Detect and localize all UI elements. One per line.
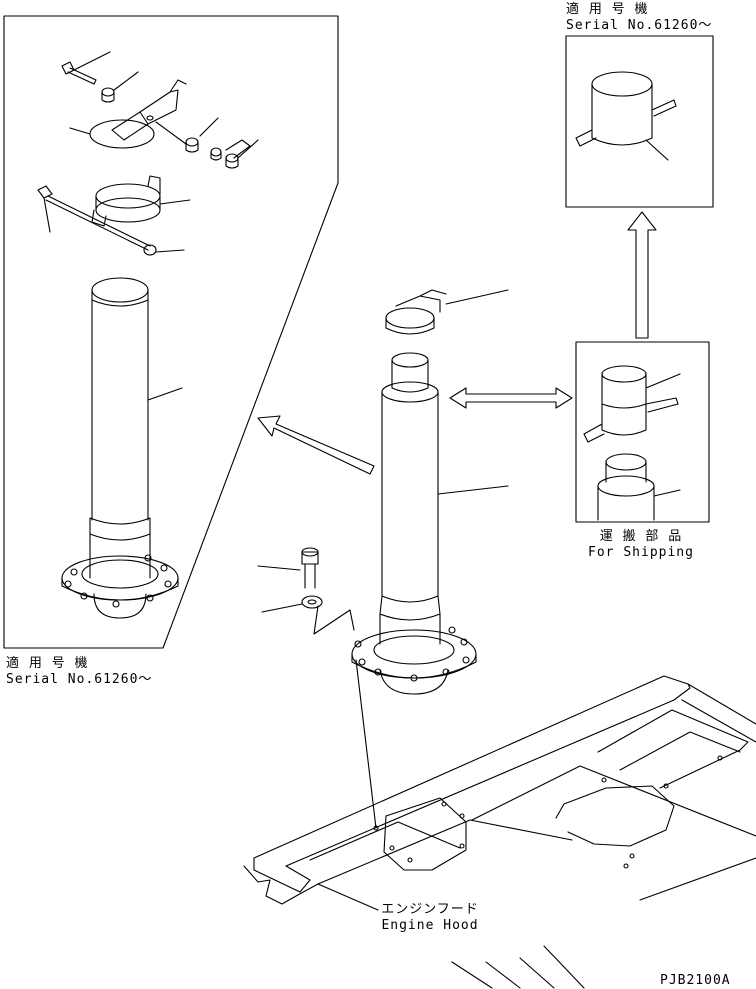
arrow-left-icon [257,415,375,475]
shipping-label-jp: 運 搬 部 品 [599,529,683,544]
bolt-icon [37,185,185,256]
arrow-up-icon [627,211,657,339]
serial-label-jp-top: 適 用 号 機 [566,2,649,17]
shipping-label-en: For Shipping [588,545,694,560]
rain-cap-bracket [69,79,187,149]
leader-line [313,605,355,635]
shipping-cap [583,365,681,443]
exhaust-pipe-icon [351,352,509,695]
double-arrow-icon [449,387,573,409]
rain-cap-icon [385,289,509,335]
detail-frame-left [3,15,339,649]
washer-icon [261,595,323,613]
shipping-pipe-top [597,453,681,521]
bolt-icon [257,547,319,589]
engine-hood-icon [243,675,756,989]
exhaust-pipe-icon [61,277,183,619]
engine-hood-label-jp: エンジンフード [381,902,479,917]
detail-frame-top-right [565,35,714,208]
engine-hood-label-en: Engine Hood [381,918,479,933]
drawing-code: PJB2100A [660,973,731,988]
serial-label-en-left: Serial No.61260～ [6,672,153,687]
detail-frame-shipping [575,341,710,523]
clamp-band-icon [91,175,191,227]
serial-label-en-top: Serial No.61260～ [566,18,713,33]
leader-line [355,659,377,829]
nut-icon [155,117,259,169]
rain-cap-icon [575,71,677,161]
serial-label-jp-left: 適 用 号 機 [6,656,89,671]
bolt-icon [61,51,111,85]
spacer-icon [101,71,139,103]
